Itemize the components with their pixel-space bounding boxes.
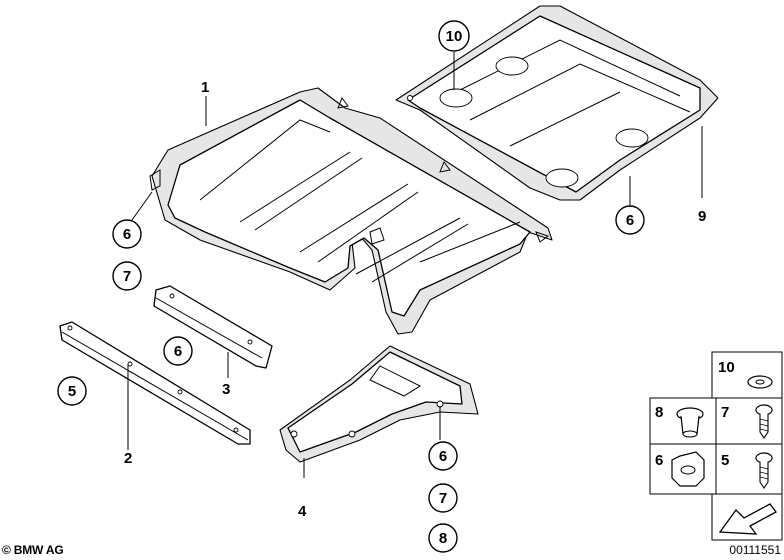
callout-7-bottom-text: 7 xyxy=(439,490,447,507)
underbody-shield-part-1 xyxy=(149,87,553,335)
arrow-icon xyxy=(718,503,777,535)
callout-6-left: 6 xyxy=(112,219,142,249)
callout-5-left-text: 5 xyxy=(68,383,76,400)
legend-label-10: 10 xyxy=(718,359,735,376)
legend-label-7: 7 xyxy=(721,404,729,421)
leader-lines xyxy=(127,52,703,478)
bracket-part-3 xyxy=(153,285,273,369)
callout-part-2: 2 xyxy=(124,450,132,467)
callout-10-top-text: 10 xyxy=(446,28,463,45)
callout-6-bottom-text: 6 xyxy=(439,448,447,465)
callout-6-bottom: 6 xyxy=(428,441,458,471)
callout-part-9: 9 xyxy=(698,208,706,225)
rail-part-2 xyxy=(59,321,251,445)
callout-7-left: 7 xyxy=(112,261,142,291)
legend-label-5: 5 xyxy=(721,452,729,469)
callout-6-bracket-text: 6 xyxy=(174,343,182,360)
callout-8-bottom: 8 xyxy=(428,523,458,553)
callout-6-left-text: 6 xyxy=(123,226,131,243)
grommet-icon xyxy=(676,407,704,438)
callout-7-bottom: 7 xyxy=(428,483,458,513)
rear-shield-part-9 xyxy=(395,5,719,201)
callout-part-1: 1 xyxy=(201,79,209,96)
callout-6-bracket: 6 xyxy=(163,336,193,366)
callout-part-4: 4 xyxy=(298,503,307,520)
callout-6-right-text: 6 xyxy=(626,212,634,229)
callout-part-3: 3 xyxy=(222,381,230,398)
fastener-legend: 10 8 7 6 5 xyxy=(649,351,783,541)
nut-icon xyxy=(671,451,705,487)
callout-5-left: 5 xyxy=(57,376,87,406)
diagram-number: 00111551 xyxy=(729,543,781,557)
copyright-text: © BMW AG xyxy=(2,543,64,557)
callout-7-left-text: 7 xyxy=(123,268,131,285)
callout-10-top: 10 xyxy=(438,20,470,52)
callout-8-bottom-text: 8 xyxy=(439,530,447,547)
callout-6-right: 6 xyxy=(615,205,645,235)
screw-icon-7 xyxy=(755,404,773,439)
screw-icon-5 xyxy=(755,452,773,489)
legend-label-8: 8 xyxy=(655,404,663,421)
washer-icon xyxy=(747,375,773,389)
legend-label-6: 6 xyxy=(655,452,663,469)
